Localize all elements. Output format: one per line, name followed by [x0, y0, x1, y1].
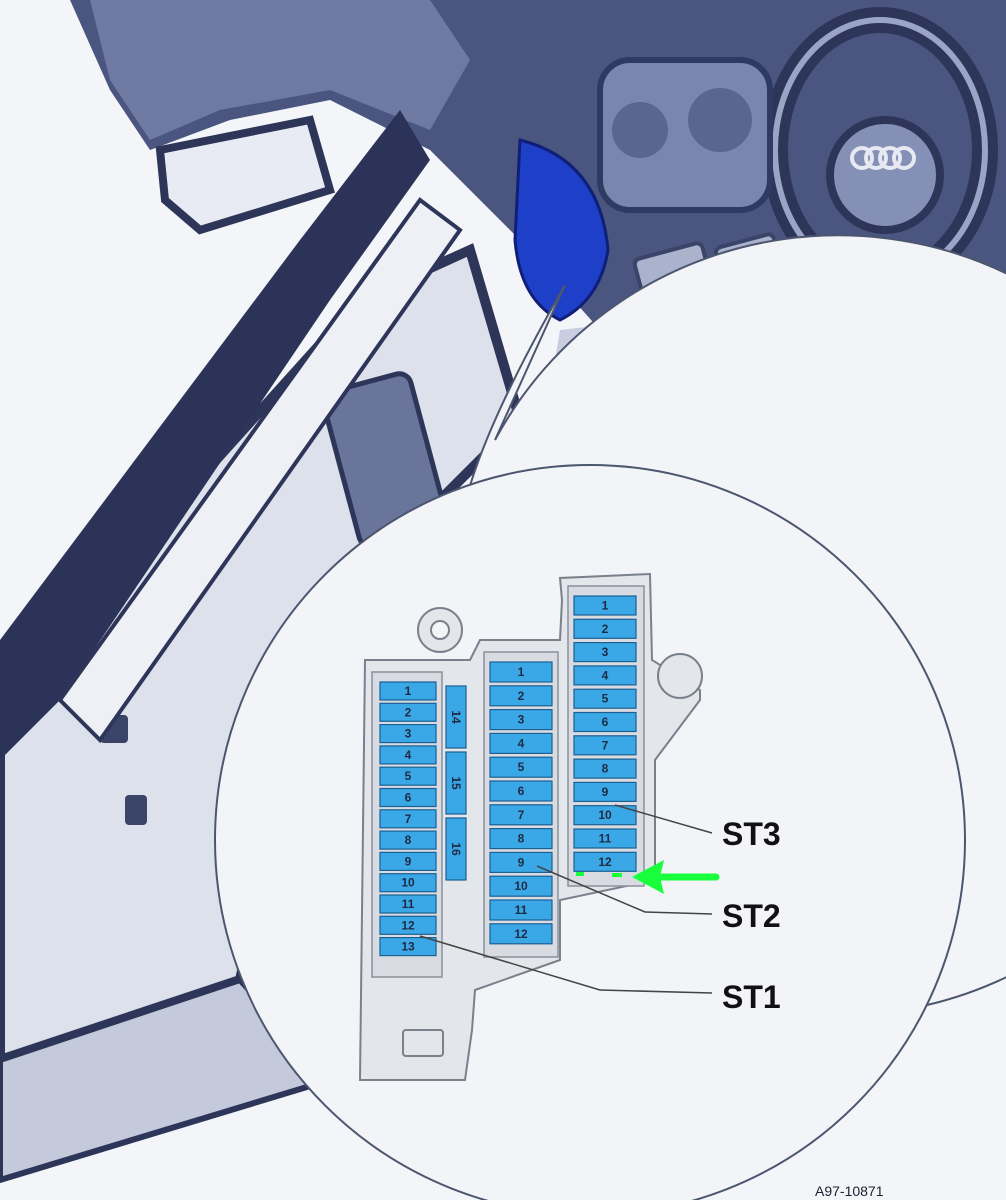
fuse-st1-1: 1: [379, 681, 437, 701]
fuse-st3-7: 7: [573, 735, 637, 756]
fuse-st2-3: 3: [489, 708, 553, 731]
fuse-st2-11: 11: [489, 899, 553, 921]
diagram-reference-code: A97-10871: [815, 1183, 884, 1199]
fuse-number: 9: [602, 785, 609, 799]
fuse-number: 1: [405, 684, 412, 698]
fuse-st1-4: 4: [379, 745, 437, 765]
fuse-number: 1: [602, 599, 609, 613]
fuse-st2-5: 5: [489, 756, 553, 778]
fuse-st1-7: 7: [379, 809, 437, 829]
fuse-st3-1: 1: [573, 595, 637, 616]
fuse-number: 5: [518, 760, 525, 774]
fuse-number: 3: [405, 727, 412, 741]
fuse-st3-6: 6: [573, 711, 637, 733]
audi-logo-icon: [850, 146, 916, 170]
fuse-st3-2: 2: [573, 618, 637, 639]
fuse-st3-12: 12: [573, 851, 637, 872]
fuse-st2-10: 10: [489, 875, 553, 897]
fuse-number: 11: [515, 903, 528, 917]
fuse-number: 2: [602, 622, 609, 636]
fuse-st1-13: 13: [379, 936, 437, 957]
fuse-number: 13: [401, 940, 415, 954]
fuse-number: 5: [602, 692, 609, 706]
fuse-number: 11: [599, 832, 612, 846]
fuse-number: 15: [449, 776, 463, 790]
fuse-st1-12: 12: [379, 915, 437, 935]
fuse-number: 4: [518, 736, 525, 750]
fuse-st1-2: 2: [379, 702, 437, 722]
fuse-number: 12: [401, 918, 415, 932]
fuse-st3-8: 8: [573, 758, 637, 779]
fuse-st2-12: 12: [489, 923, 553, 945]
fuse-number: 1: [518, 665, 525, 679]
fuse-st2-8: 8: [489, 827, 553, 850]
fuse-number: 9: [405, 854, 412, 868]
label-st2: ST2: [722, 898, 781, 934]
fuse-st3-9: 9: [573, 781, 637, 803]
fuse-st3-5: 5: [573, 688, 637, 709]
fuse-st2-7: 7: [489, 804, 553, 826]
fuse-st1-11: 11: [379, 894, 437, 914]
fuse-st3-3: 3: [573, 641, 637, 663]
fuse-number: 10: [598, 808, 612, 822]
fuse-number: 5: [405, 769, 412, 783]
label-st1: ST1: [722, 979, 781, 1015]
fuse-st2-1: 1: [489, 661, 553, 683]
fuse-st2-2: 2: [489, 685, 553, 707]
fuse-number: 8: [405, 833, 412, 847]
fuse-number: 11: [402, 897, 415, 911]
fuse-st1-9: 9: [379, 851, 437, 872]
fuse-number: 6: [602, 715, 609, 729]
fuse-number: 7: [405, 812, 412, 826]
highlight-arrow-icon: [576, 860, 720, 894]
fuse-box-location-marker: [513, 138, 610, 322]
side-mirror: [155, 115, 335, 235]
fuse-st1-14: 14: [445, 685, 467, 749]
fuse-st1-15: 15: [445, 751, 467, 815]
fuse-st3-11: 11: [573, 828, 637, 849]
fuse-number: 4: [405, 748, 412, 762]
windshield: [90, 0, 470, 140]
fuse-number: 10: [514, 879, 528, 893]
fuse-number: 8: [602, 762, 609, 776]
fuse-number: 6: [518, 784, 525, 798]
fuse-number: 4: [602, 668, 609, 682]
fuse-number: 9: [518, 855, 525, 869]
fuse-number: 6: [405, 791, 412, 805]
fuse-st2-6: 6: [489, 780, 553, 802]
fuse-st1-8: 8: [379, 830, 437, 850]
fuse-number: 7: [602, 738, 609, 752]
fuse-number: 12: [514, 927, 528, 941]
door-frame: [0, 110, 430, 760]
fuse-st1-10: 10: [379, 873, 437, 893]
fuse-st2-4: 4: [489, 732, 553, 755]
fuse-st1-16: 16: [445, 817, 467, 881]
fuse-number: 8: [518, 832, 525, 846]
fuse-st1-5: 5: [379, 766, 437, 786]
fuse-number: 2: [405, 705, 412, 719]
fuse-number: 7: [518, 808, 525, 822]
fuse-st1-3: 3: [379, 723, 437, 744]
fuse-st2-9: 9: [489, 851, 553, 874]
fuse-number: 2: [518, 689, 525, 703]
fuse-number: 14: [449, 710, 463, 724]
fuse-number: 16: [449, 842, 463, 856]
fuse-number: 12: [598, 855, 612, 869]
fuse-number: 10: [401, 876, 415, 890]
fuse-st3-4: 4: [573, 665, 637, 686]
fuse-number: 3: [602, 645, 609, 659]
fuse-st3-10: 10: [573, 805, 637, 826]
fuse-st1-6: 6: [379, 787, 437, 808]
label-st3: ST3: [722, 816, 781, 852]
fuse-number: 3: [518, 713, 525, 727]
leader-lines: [419, 804, 713, 994]
